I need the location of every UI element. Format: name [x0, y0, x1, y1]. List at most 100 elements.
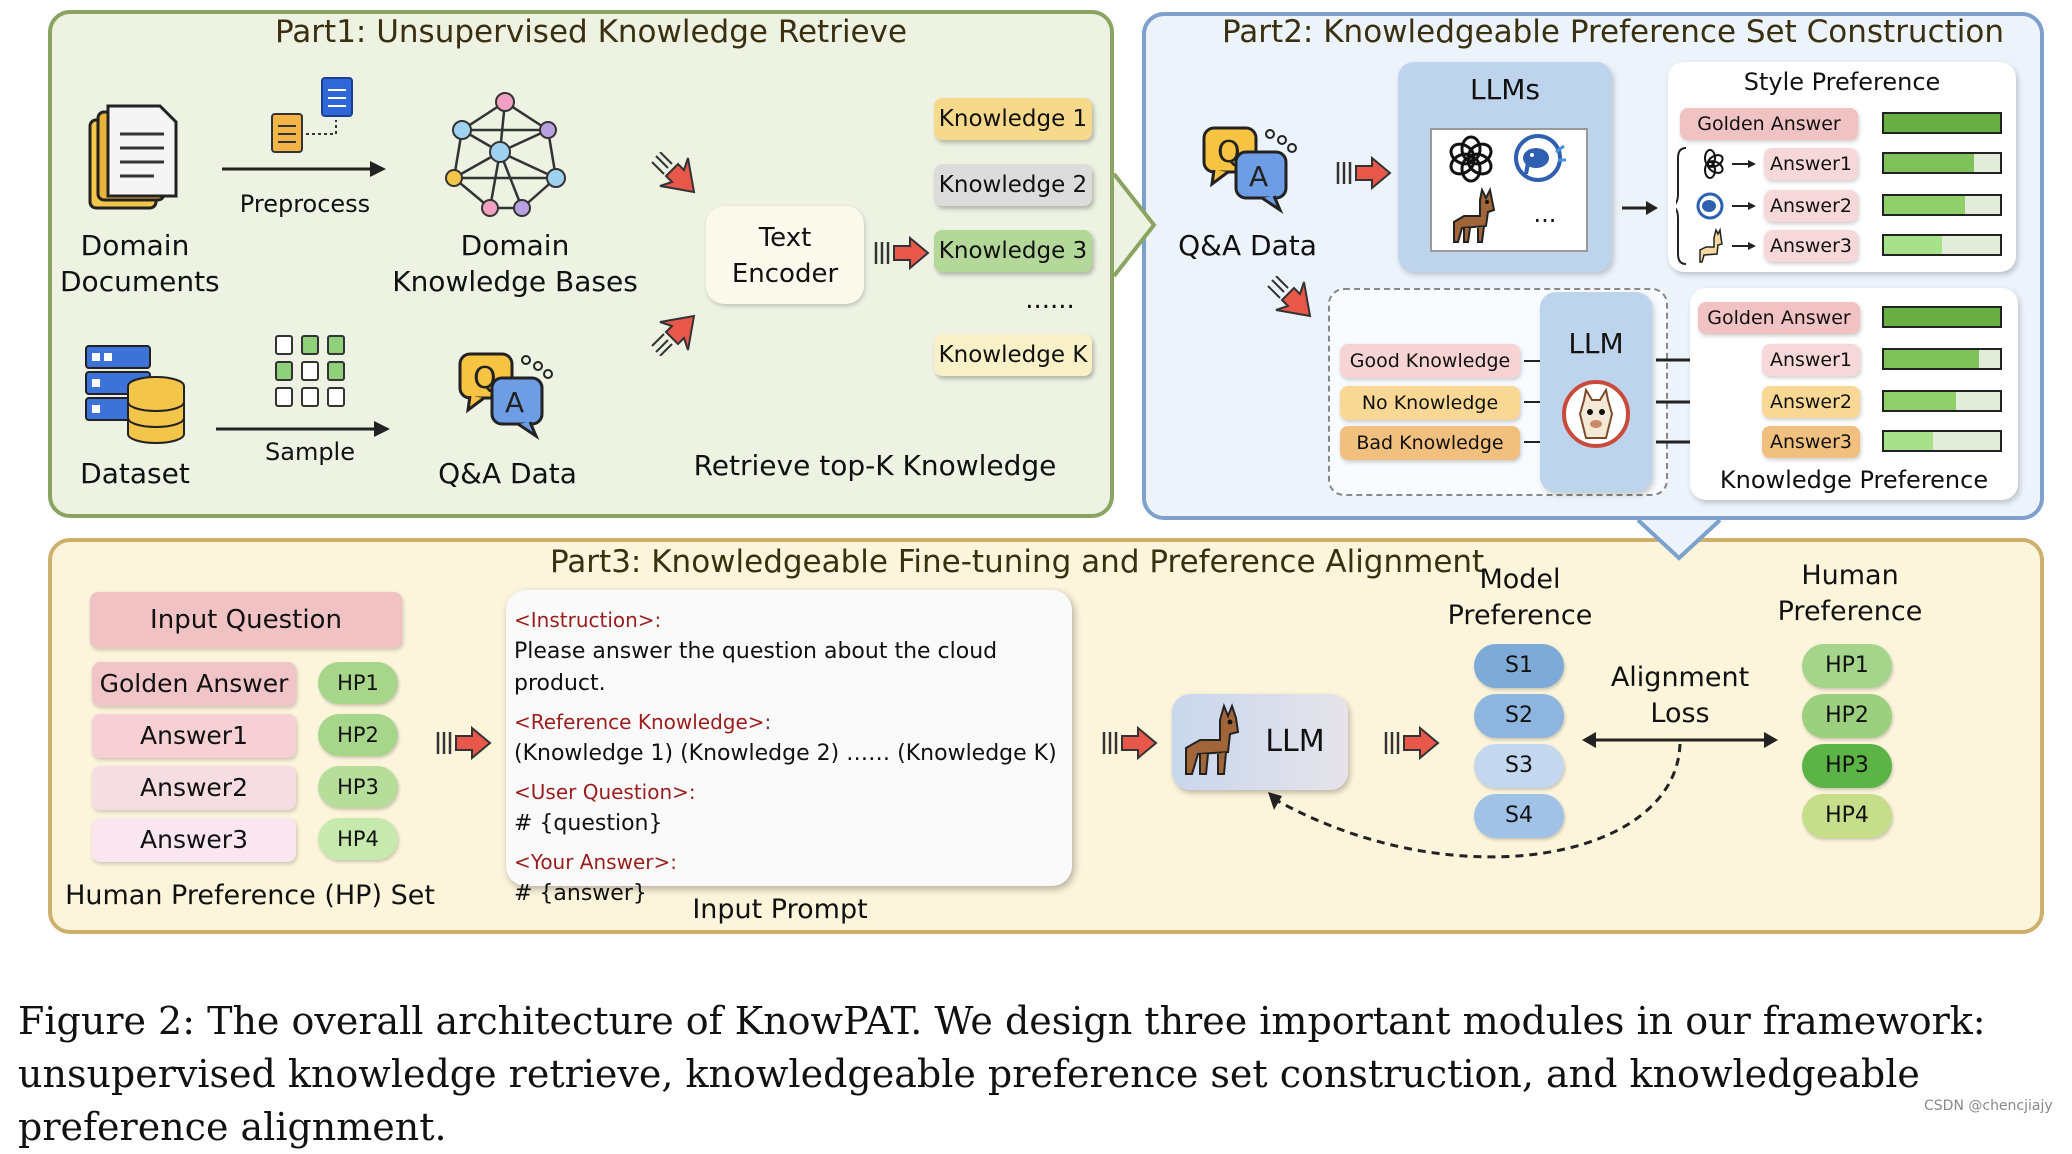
dataset-icon — [85, 345, 185, 444]
answer3-box: Answer3 — [92, 818, 296, 862]
documents-icon — [88, 104, 178, 210]
arrow-qa-to-knowledge-llm — [1267, 276, 1312, 318]
hp2-left: HP2 — [318, 714, 398, 756]
hp-set-label: Human Preference (HP) Set — [65, 880, 435, 911]
sample-label: Sample — [265, 438, 355, 466]
knowledge-preference-label: Knowledge Preference — [1719, 466, 1989, 494]
domain-kb-label: Domain Knowledge Bases — [392, 229, 638, 298]
arrow-qa-to-encoder — [651, 314, 696, 356]
panel-connector-1-2 — [1112, 172, 1157, 278]
part3-title: Part3: Knowledgeable Fine-tuning and Pre… — [550, 544, 1485, 580]
knowledge-ellipsis: ...... — [1025, 285, 1075, 315]
hp1-right: HP1 — [1802, 644, 1892, 688]
no-knowledge-box: No Knowledge — [1340, 386, 1520, 420]
part2-title: Part2: Knowledgeable Preference Set Cons… — [1222, 14, 2005, 50]
know-score-answer3 — [1882, 430, 2002, 452]
svg-text:A: A — [505, 386, 524, 419]
style-preference-label: Style Preference — [1743, 68, 1941, 96]
style-answer2: Answer2 — [1764, 190, 1858, 222]
prompt-user-tag: <User Question>: — [514, 780, 696, 804]
preprocess-arrow — [222, 161, 386, 177]
knowledge-2-box: Knowledge 2 — [934, 164, 1092, 206]
style-score-golden — [1882, 112, 2002, 134]
preprocess-label: Preprocess — [239, 190, 371, 218]
text-encoder-box: Text Encoder — [706, 206, 864, 304]
finetune-llama-icon — [1185, 702, 1240, 775]
finetune-llm-label: LLM — [1265, 724, 1325, 759]
alignment-loss-label: Alignment Loss — [1610, 662, 1750, 729]
hp3-right: HP3 — [1802, 744, 1892, 788]
s1-box: S1 — [1474, 644, 1564, 688]
prompt-user: # {question} — [514, 811, 663, 836]
arrow-qa-to-llms — [1336, 156, 1392, 190]
llama-icon — [1453, 186, 1496, 243]
know-golden-answer: Golden Answer — [1698, 302, 1860, 334]
arrow-llms-to-style — [1622, 201, 1658, 215]
s3-box: S3 — [1474, 744, 1564, 788]
know-score-answer2 — [1882, 390, 2002, 412]
knowledge-to-llm-lines — [1524, 360, 1540, 443]
llms-label: LLMs — [1470, 73, 1540, 106]
llms-dots: ... — [1533, 200, 1557, 228]
prompt-instruction-tag: <Instruction>: — [514, 608, 662, 632]
panel-connector-2-3 — [1636, 518, 1722, 561]
s2-box: S2 — [1474, 694, 1564, 738]
arrow-hp-to-prompt — [436, 726, 492, 760]
s4-box: S4 — [1474, 794, 1564, 838]
svg-text:A: A — [1249, 160, 1268, 193]
preprocess-icon — [271, 77, 353, 153]
qa-data-label-part2: Q&A Data — [1178, 229, 1317, 262]
sample-arrow — [216, 421, 390, 437]
golden-answer-box: Golden Answer — [92, 662, 296, 706]
knowledge-k-box: Knowledge K — [934, 334, 1092, 376]
know-answer1: Answer1 — [1762, 344, 1860, 376]
know-answer3: Answer3 — [1762, 426, 1860, 458]
prompt-ref-tag: <Reference Knowledge>: — [514, 710, 772, 734]
prompt-answer-tag: <Your Answer>: — [514, 850, 677, 874]
input-prompt-box: <Instruction>: Please answer the questio… — [506, 590, 1072, 906]
part1-title: Part1: Unsupervised Knowledge Retrieve — [275, 14, 908, 50]
input-prompt-label: Input Prompt — [692, 894, 868, 925]
alignment-double-arrow — [1582, 732, 1778, 748]
style-model-icons — [1676, 147, 1756, 265]
arrow-prompt-to-llm — [1102, 726, 1158, 760]
openai-icon — [1449, 135, 1493, 183]
good-knowledge-box: Good Knowledge — [1340, 344, 1520, 378]
sample-icon — [275, 335, 345, 407]
style-score-answer1 — [1882, 152, 2002, 174]
knowledge-3-box: Knowledge 3 — [934, 230, 1092, 272]
answer1-box: Answer1 — [92, 714, 296, 758]
qa-icon-part2: Q A — [1202, 126, 1297, 215]
hp1-left: HP1 — [318, 662, 398, 704]
knowledge-llm-label: LLM — [1568, 327, 1624, 360]
dataset-label: Dataset — [80, 457, 190, 490]
elephant-logo-icon — [1514, 134, 1566, 182]
hp2-right: HP2 — [1802, 694, 1892, 738]
answer2-box: Answer2 — [92, 766, 296, 810]
hp4-right: HP4 — [1802, 794, 1892, 838]
know-score-golden — [1882, 306, 2002, 328]
prompt-instruction: Please answer the question about the clo… — [514, 639, 998, 696]
arrow-kb-to-encoder — [651, 152, 696, 194]
know-score-answer1 — [1882, 348, 2002, 370]
arrow-llm-to-scores — [1384, 726, 1440, 760]
feedback-dashed-arrow — [1268, 743, 1682, 859]
arrow-encoder-to-knowledge — [874, 236, 930, 270]
know-answer2: Answer2 — [1762, 386, 1860, 418]
llama-avatar-icon — [1562, 380, 1630, 448]
style-golden-answer: Golden Answer — [1680, 108, 1858, 140]
retrieve-label: Retrieve top-K Knowledge — [693, 449, 1057, 482]
model-preference-label: Model Preference — [1447, 564, 1593, 631]
style-answer1: Answer1 — [1764, 148, 1858, 180]
watermark: CSDN @chencjiajy — [1924, 1098, 2053, 1114]
input-question-box: Input Question — [90, 592, 402, 648]
qa-data-label-part1: Q&A Data — [438, 457, 577, 490]
prompt-answer: # {answer} — [514, 881, 647, 906]
style-score-answer3 — [1882, 234, 2002, 256]
style-answer3: Answer3 — [1764, 230, 1858, 262]
hp3-left: HP3 — [318, 766, 398, 808]
human-preference-label: Human Preference — [1777, 560, 1923, 627]
hp4-left: HP4 — [318, 818, 398, 860]
knowledge-1-box: Knowledge 1 — [934, 98, 1092, 140]
bad-knowledge-box: Bad Knowledge — [1340, 426, 1520, 460]
